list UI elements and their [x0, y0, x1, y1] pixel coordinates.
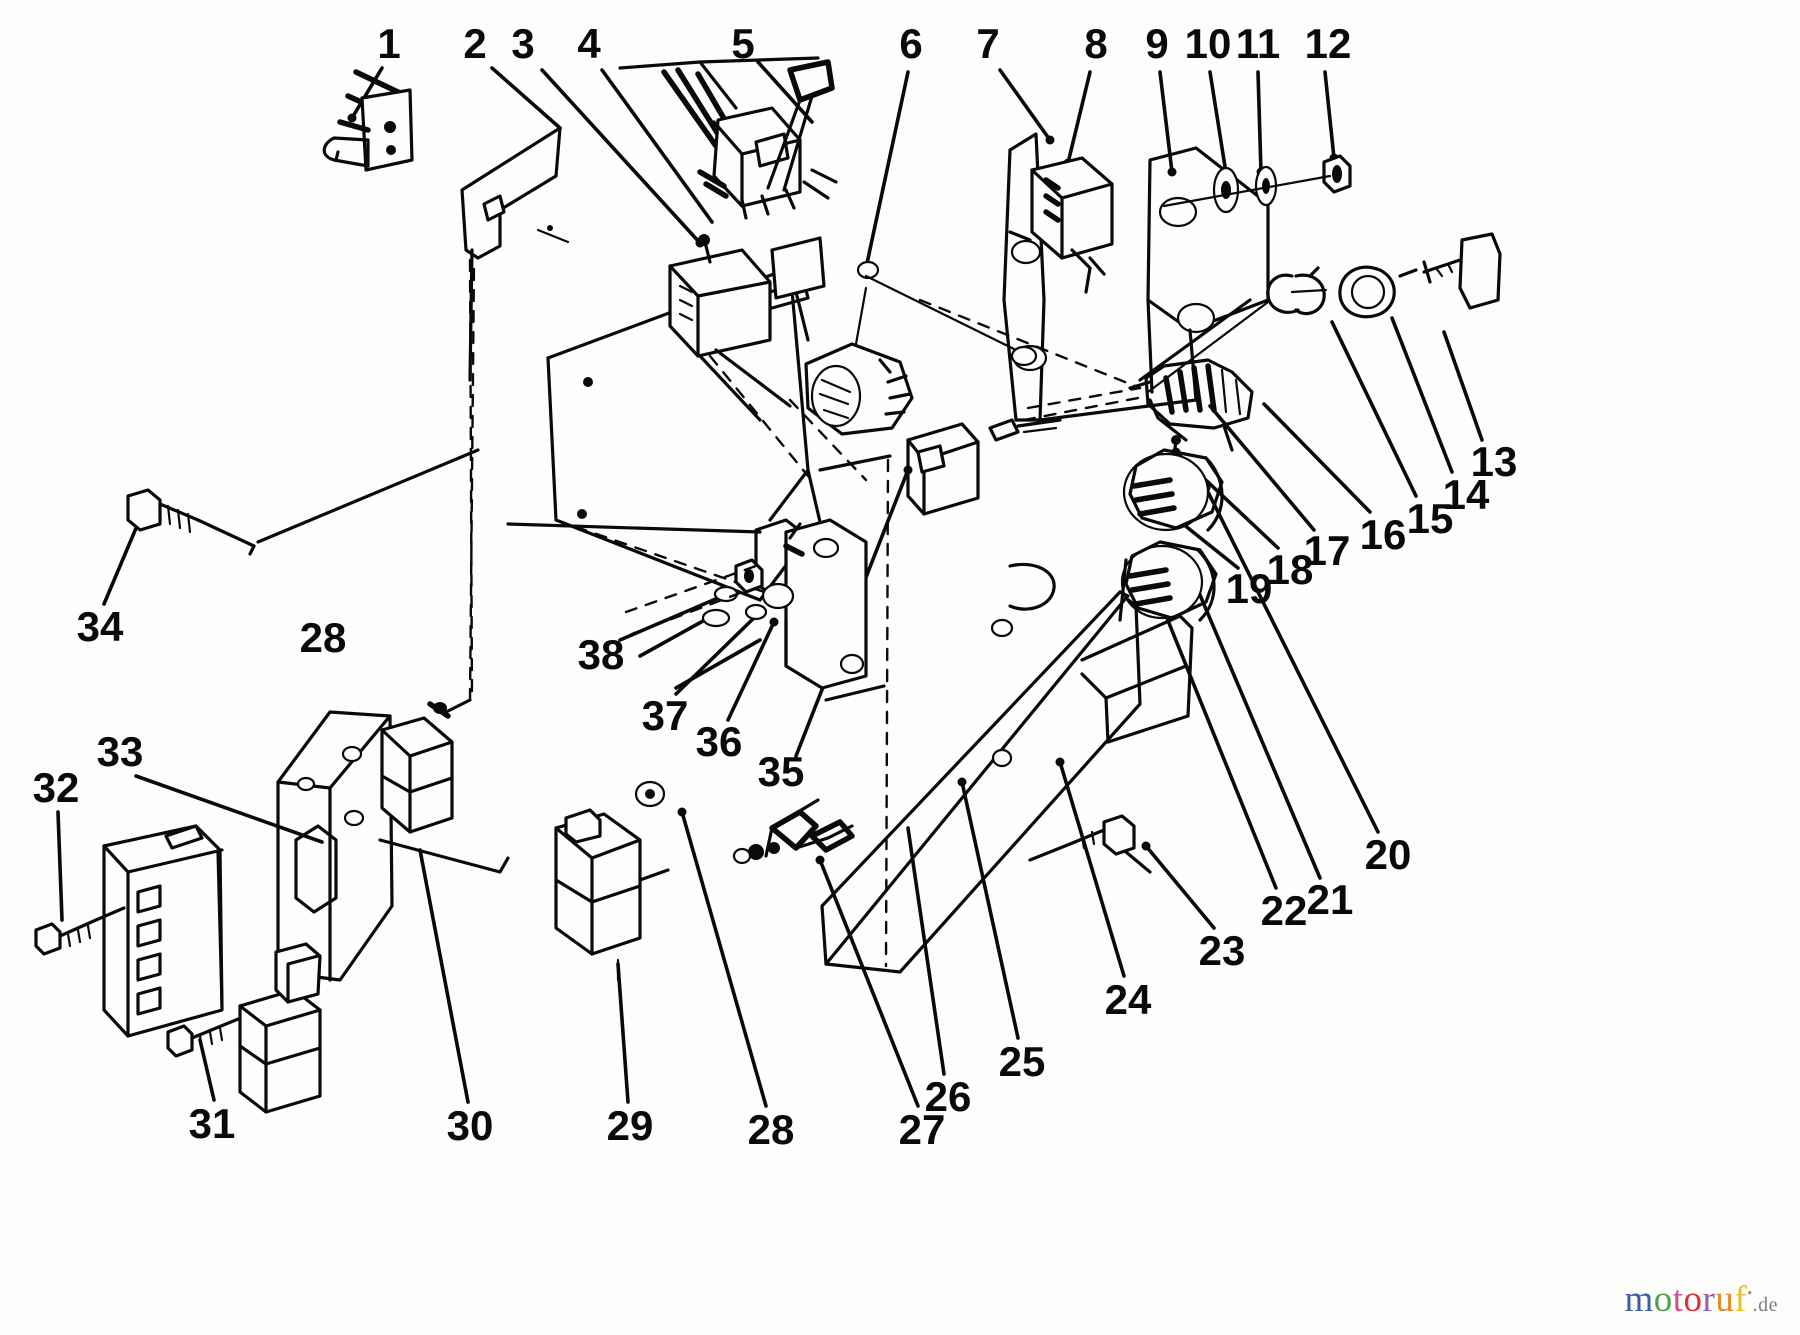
callout-2: 2 [463, 20, 487, 67]
callout-35: 35 [757, 748, 805, 795]
callout-32: 32 [32, 764, 80, 811]
callout-23: 23 [1198, 927, 1246, 974]
callout-11: 11 [1235, 20, 1281, 67]
parts-round-gauges [1118, 435, 1224, 622]
watermark-letter-o2: o [1683, 1279, 1703, 1320]
callout-25: 25 [998, 1038, 1046, 1085]
part-bracket-top-left [322, 69, 414, 172]
part-screw-32 [34, 906, 126, 956]
part-fuse-block-33 [102, 824, 224, 1038]
callout-24: 24 [1104, 976, 1152, 1023]
part-switch-3-4 [618, 56, 838, 220]
watermark-dot-icon: • [1747, 1286, 1753, 1302]
callout-19: 19 [1225, 565, 1273, 612]
callout-36: 36 [695, 718, 743, 765]
callout-26: 26 [924, 1073, 972, 1120]
callout-37: 37 [641, 692, 689, 739]
callout-1: 1 [377, 20, 401, 67]
part-lower-deck-panel [820, 458, 1194, 974]
callout-5: 5 [731, 20, 755, 67]
watermark-letter-f: f [1734, 1279, 1748, 1320]
callout-28-bottom: 28 [747, 1106, 795, 1153]
callout-14: 14 [1442, 471, 1490, 518]
watermark-letter-t: t [1672, 1279, 1684, 1320]
callout-8: 8 [1084, 20, 1108, 67]
callout-21: 21 [1306, 876, 1354, 923]
callout-13: 13 [1470, 438, 1518, 485]
part-connector-8 [1030, 156, 1114, 294]
parts-washers-nut [1162, 154, 1352, 214]
parts-key-assembly [1266, 232, 1502, 319]
fuse-slots [136, 884, 162, 1016]
callout-16: 16 [1359, 511, 1407, 558]
callout-34: 34 [76, 603, 124, 650]
part-bolt-23 [1028, 814, 1152, 874]
thread-grooves [1163, 363, 1242, 416]
callout-3: 3 [511, 20, 535, 67]
part-bolt-34 [126, 448, 480, 556]
callout-18: 18 [1266, 546, 1314, 593]
callout-17: 17 [1303, 527, 1351, 574]
callout-10: 10 [1184, 20, 1232, 67]
callout-33: 33 [96, 728, 144, 775]
watermark-letter-m: m [1624, 1279, 1654, 1320]
callout-20: 20 [1364, 831, 1412, 878]
part-lower-bracket-30 [276, 701, 510, 982]
parts-hardware-cluster [506, 518, 868, 690]
motoruf-watermark: motoruf•.de [1624, 1278, 1778, 1321]
watermark-letter-o1: o [1653, 1279, 1673, 1320]
callout-12: 12 [1304, 20, 1352, 67]
callout-38: 38 [577, 631, 625, 678]
part-threaded-shaft-16-17 [1022, 358, 1254, 452]
callout-9: 9 [1145, 20, 1169, 67]
callout-29: 29 [606, 1102, 654, 1149]
callout-27: 27 [898, 1106, 946, 1153]
watermark-suffix: .de [1752, 1294, 1778, 1316]
callout-15: 15 [1406, 495, 1454, 542]
part-washer-28 [634, 780, 666, 808]
callout-31: 31 [188, 1100, 236, 1147]
callout-7: 7 [976, 20, 1000, 67]
construction-lines [468, 260, 1270, 702]
part-screw-31 [166, 942, 322, 1114]
part-lock-cylinder-6 [804, 260, 914, 436]
watermark-letter-u: u [1715, 1279, 1735, 1320]
callout-6: 6 [899, 20, 923, 67]
part-relay-29 [554, 808, 670, 982]
callout-22: 22 [1260, 887, 1308, 934]
part-relay-block [668, 234, 826, 422]
callout-4: 4 [577, 20, 601, 67]
watermark-letter-r: r [1702, 1279, 1716, 1320]
part-terminal-clamp [732, 798, 855, 865]
callout-30: 30 [446, 1102, 494, 1149]
callout-28-top: 28 [299, 614, 347, 661]
